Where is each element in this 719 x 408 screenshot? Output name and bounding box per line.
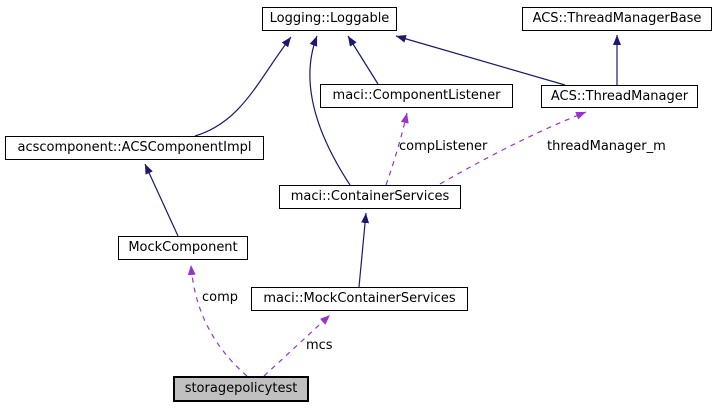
- edge-usage-threadmanager-m: [439, 111, 587, 185]
- edge-inherit-mockcontainerservices-containerservices: [358, 212, 370, 288]
- node-maci-componentlistener[interactable]: maci::ComponentListener: [320, 84, 513, 108]
- edge-label-threadmanager-m: threadManager_m: [547, 139, 666, 154]
- edge-label-comp: comp: [202, 290, 239, 305]
- edge-usage-mcs: [263, 314, 331, 377]
- node-logging-loggable[interactable]: Logging::Loggable: [262, 7, 397, 31]
- node-acs-threadmanager[interactable]: ACS::ThreadManager: [541, 85, 698, 108]
- node-storagepolicytest: storagepolicytest: [173, 376, 309, 402]
- edge-inherit-acscomponentimpl-loggable: [194, 36, 292, 137]
- node-mockcomponent[interactable]: MockComponent: [118, 236, 248, 260]
- edge-label-mcs: mcs: [306, 338, 333, 353]
- edge-inherit-mockcomponent-acscomponentimpl: [144, 163, 179, 237]
- edge-inherit-containerservices-loggable: [309, 35, 351, 186]
- edge-inherit-threadmanager-loggable: [395, 34, 566, 86]
- node-maci-containerservices[interactable]: maci::ContainerServices: [279, 185, 461, 209]
- node-acscomponent-acscomponentimpl[interactable]: acscomponent::ACSComponentImpl: [5, 136, 264, 160]
- edge-inherit-componentlistener-loggable: [347, 35, 379, 85]
- edge-label-complistener: compListener: [399, 139, 488, 154]
- node-maci-mockcontainerservices[interactable]: maci::MockContainerServices: [251, 287, 468, 311]
- edge-usage-comp: [187, 264, 248, 377]
- node-acs-threadmanagerbase[interactable]: ACS::ThreadManagerBase: [522, 7, 712, 31]
